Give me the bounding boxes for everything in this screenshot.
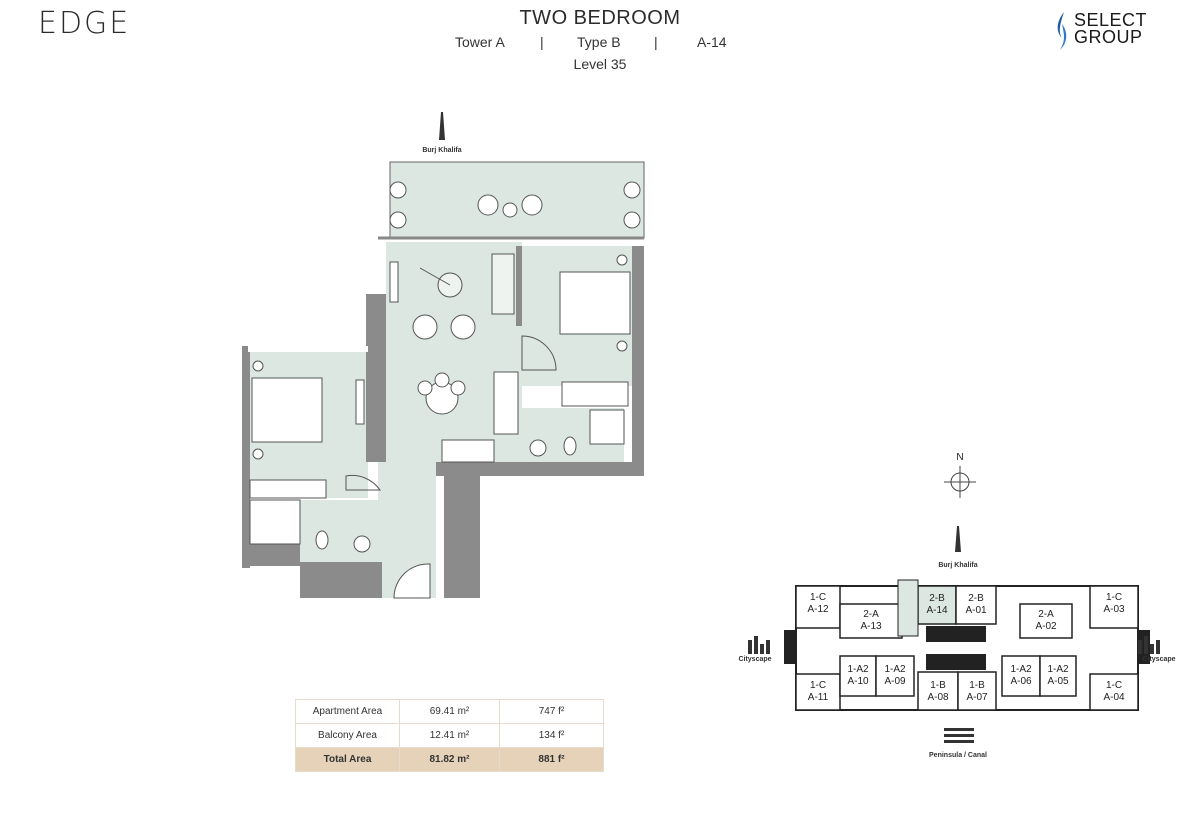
unit-meta: Tower A | Type B | A-14 [400, 32, 800, 54]
unit-m2: m² [457, 754, 470, 765]
unit-id: A-03 [1103, 604, 1125, 615]
separator: | [540, 34, 544, 50]
balcony-furniture [389, 181, 641, 229]
keyplan-top-label: Burj Khalifa [938, 562, 978, 569]
area-label: Total Area [295, 747, 400, 772]
page-title: TWO BEDROOM [519, 7, 681, 29]
area-ft2-value: 747 [538, 706, 556, 717]
unit-id: A-02 [1035, 621, 1057, 632]
unit-header: TWO BEDROOM Tower A | Type B | A-14 Leve… [400, 8, 800, 72]
north-label: N [956, 452, 964, 463]
area-m2-value: 81.82 [429, 754, 455, 765]
unit-m2: m² [457, 730, 470, 741]
unit-id: A-06 [1010, 676, 1032, 687]
unit-type: 1-B [969, 680, 985, 691]
unit-id: A-14 [926, 605, 948, 616]
unit-type: 2-A [1038, 609, 1054, 620]
unit-id: A-01 [965, 605, 987, 616]
unit-label: A-14 [697, 34, 727, 50]
unit-id: A-10 [847, 676, 869, 687]
edge-logo-text: EDGE [38, 6, 131, 41]
area-m2: 81.82 m² [399, 747, 500, 772]
unit-id: A-07 [966, 692, 988, 703]
unit-ft2: f² [558, 730, 565, 741]
unit-ft2: f² [558, 706, 565, 717]
canal-icon [944, 728, 974, 743]
unit-type: 1-C [1105, 680, 1123, 691]
unit-type: 1-C [809, 592, 827, 603]
area-ft2-value: 881 [538, 754, 556, 765]
unit-id: A-09 [884, 676, 906, 687]
unit-id: A-11 [807, 692, 829, 703]
area-ft2: 881 f² [499, 747, 604, 772]
unit-id: A-13 [860, 621, 882, 632]
edge-logo: EDGE [38, 6, 130, 41]
cityscape-icon [748, 636, 1160, 654]
area-label: Apartment Area [295, 699, 400, 724]
flame-icon [1057, 12, 1067, 50]
bed-2 [251, 377, 323, 443]
separator: | [654, 34, 658, 50]
select-logo-line1: SELECT [1074, 10, 1148, 30]
keyplan-left-label: Cityscape [738, 656, 772, 663]
type-label: Type B [577, 34, 621, 50]
select-group-logo: SELECT GROUP [1054, 10, 1174, 52]
unit-id: A-04 [1103, 692, 1125, 703]
keyplan-bottom-label: Peninsula / Canal [929, 752, 987, 759]
unit-ft2: f² [557, 754, 565, 765]
table-row: Balcony Area 12.41 m² 134 f² [295, 723, 604, 748]
unit-type: 2-B [968, 593, 984, 604]
area-m2: 12.41 m² [399, 723, 500, 748]
bed-1 [559, 271, 631, 335]
level-label: Level 35 [573, 56, 627, 72]
unit-id: A-05 [1047, 676, 1069, 687]
walls [242, 246, 644, 598]
area-m2-value: 12.41 [429, 730, 455, 741]
unit-type: 1-A2 [1047, 664, 1069, 675]
area-table: Apartment Area 69.41 m² 747 f² Balcony A… [295, 699, 604, 772]
unit-type: 1-B [930, 680, 946, 691]
unit-type: 1-C [809, 680, 827, 691]
unit-type: 2-A [863, 609, 879, 620]
unit-id: A-08 [927, 692, 949, 703]
area-m2-value: 69.41 [429, 706, 455, 717]
unit-type: 1-A2 [1010, 664, 1032, 675]
tower-label: Tower A [455, 34, 505, 50]
burj-khalifa-icon [439, 112, 445, 140]
compass-icon [944, 466, 976, 498]
select-logo-line2: GROUP [1074, 27, 1143, 47]
unit-type: 1-A2 [884, 664, 906, 675]
area-ft2-value: 134 [538, 730, 556, 741]
unit-type: 1-C [1105, 592, 1123, 603]
unit-type: 1-A2 [847, 664, 869, 675]
unit-type: 2-B [929, 593, 945, 604]
bathroom-2 [300, 500, 380, 562]
unit-id: A-12 [807, 604, 829, 615]
table-row-total: Total Area 81.82 m² 881 f² [295, 747, 604, 772]
burj-khalifa-icon [955, 526, 961, 552]
keyplan-right-label: Cityscape [1142, 656, 1176, 663]
unit-m2: m² [457, 706, 470, 717]
landmark-label: Burj Khalifa [422, 147, 462, 154]
